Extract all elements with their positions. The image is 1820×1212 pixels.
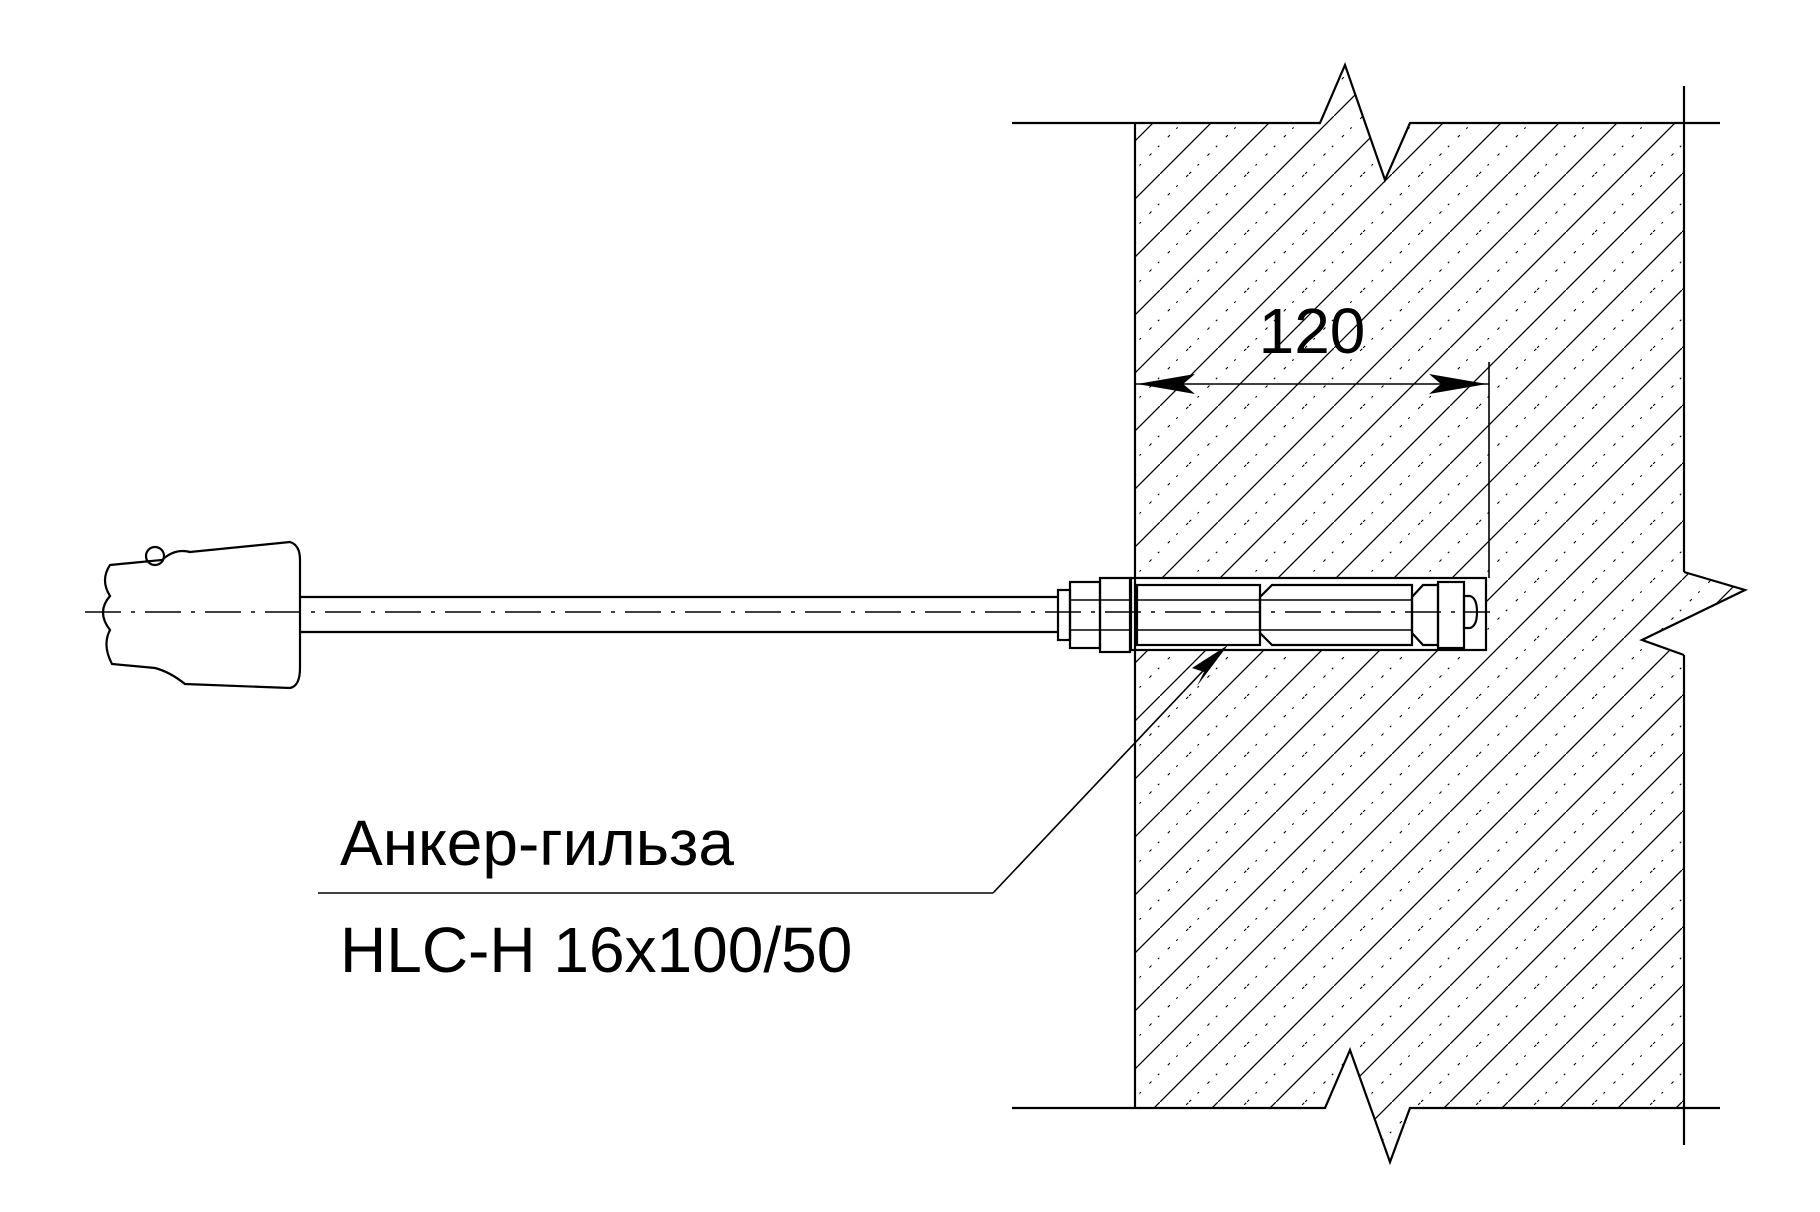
sleeve-segment-2 xyxy=(1258,583,1414,647)
threaded-rod xyxy=(300,595,1058,634)
callout-leader-line xyxy=(992,654,1219,894)
dimension-value: 120 xyxy=(1259,295,1366,367)
right-break-line xyxy=(1639,570,1749,657)
callout-title: Анкер-гильза xyxy=(340,807,734,879)
nut-assembly xyxy=(1056,576,1132,654)
top-break-line xyxy=(1012,61,1720,184)
callout-model: HLC-H 16x100/50 xyxy=(340,914,852,986)
anchor-sleeve xyxy=(1129,576,1488,652)
embedment-dimension: 120 xyxy=(1135,295,1490,578)
drill-hole-outline xyxy=(1129,576,1488,652)
concrete-wall xyxy=(1012,61,1749,1166)
bolt-tip xyxy=(1462,594,1479,630)
tester-handle xyxy=(101,540,302,690)
dimension-arrow-left xyxy=(1137,374,1195,394)
bottom-break-line xyxy=(1012,1046,1720,1166)
dimension-arrow-right xyxy=(1429,374,1487,394)
callout-arrow xyxy=(1192,645,1228,686)
anchor-callout: Анкер-гильза HLC-H 16x100/50 xyxy=(318,645,1228,986)
handle-hole-icon xyxy=(144,545,166,567)
